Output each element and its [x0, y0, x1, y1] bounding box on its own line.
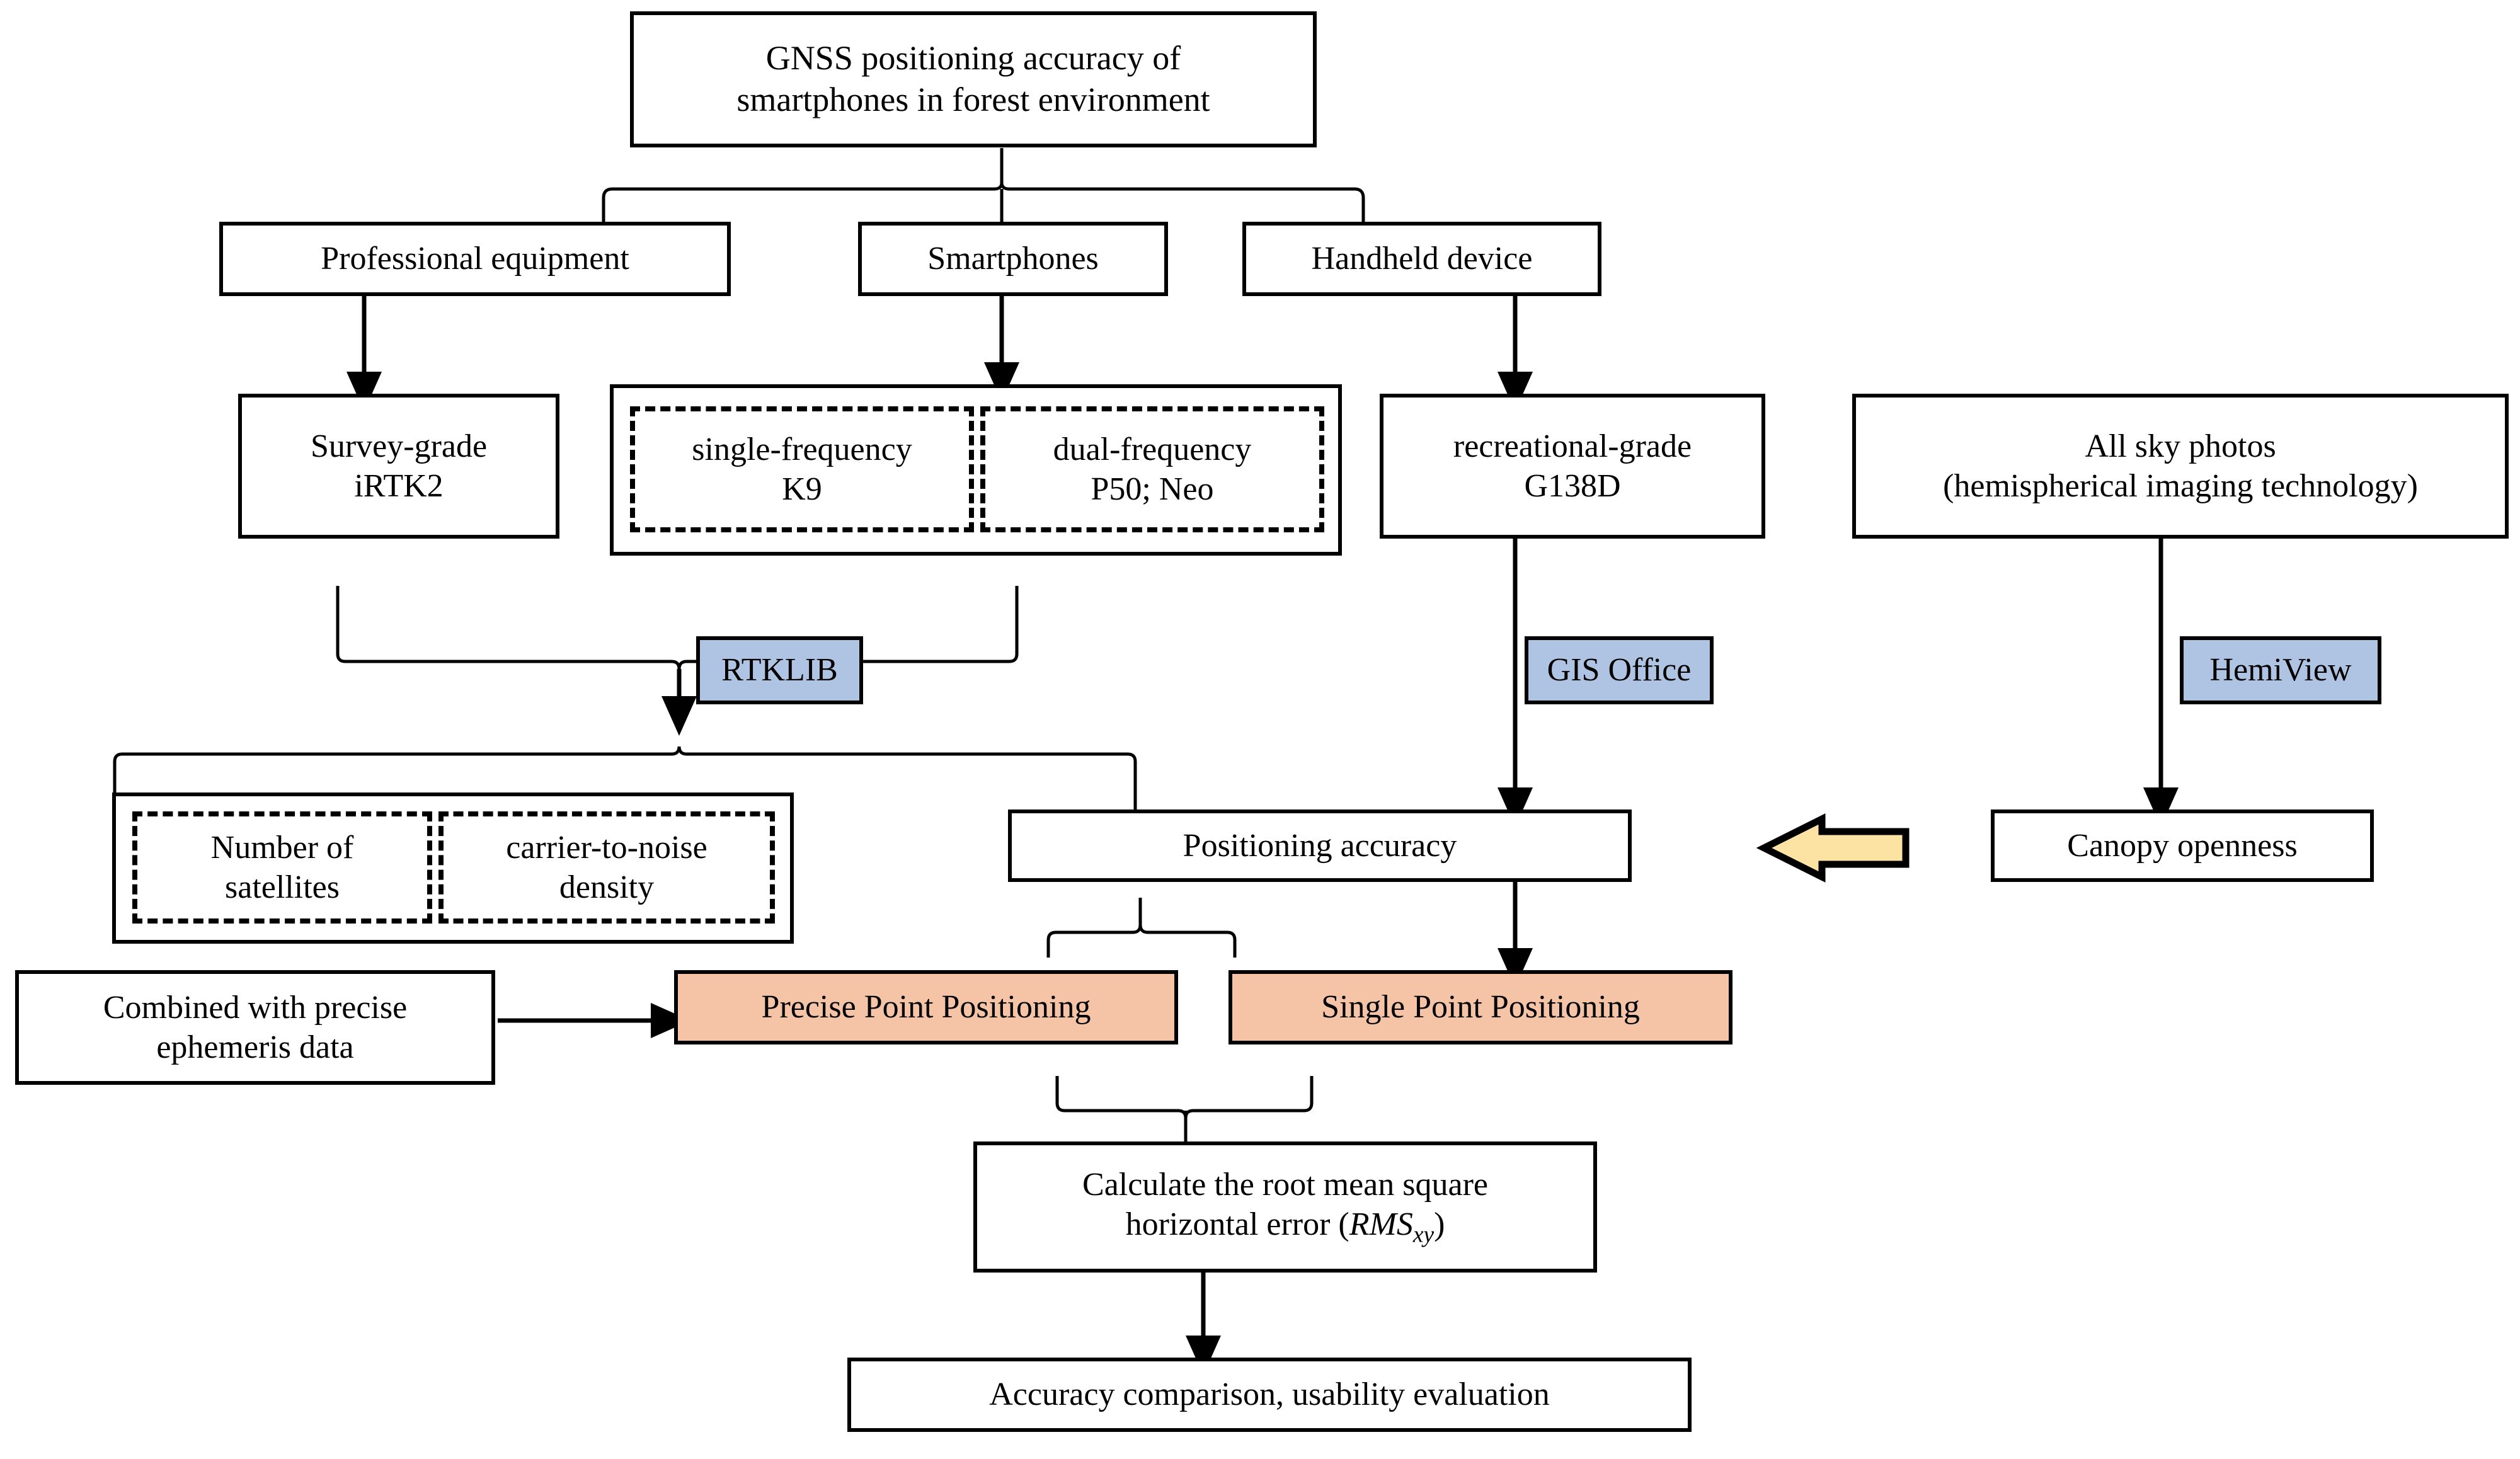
brace-accuracy-to-modes [1046, 898, 1237, 958]
rms-line1: Calculate the root mean square [1082, 1166, 1488, 1203]
canopy-openness-label: Canopy openness [2067, 827, 2298, 864]
node-rms-calculation: Calculate the root mean square horizonta… [973, 1141, 1597, 1273]
node-smartphones: Smartphones [858, 222, 1168, 296]
node-all-sky-photos: All sky photos (hemispherical imaging te… [1852, 394, 2509, 539]
node-ephemeris-data: Combined with precise ephemeris data [15, 970, 495, 1085]
recreational-grade-line1: recreational-grade [1453, 428, 1692, 464]
node-software-gis-office: GIS Office [1525, 636, 1714, 704]
recreational-grade-line2: G138D [1524, 468, 1621, 504]
dual-frequency-line2: P50; Neo [1091, 471, 1214, 507]
ephemeris-line1: Combined with precise [103, 989, 408, 1026]
canopy-influence-arrow [1756, 813, 1910, 883]
node-carrier-to-noise-density: carrier-to-noise density [438, 811, 775, 924]
node-single-point-positioning: Single Point Positioning [1228, 970, 1732, 1044]
node-conclusion: Accuracy comparison, usability evaluatio… [847, 1358, 1692, 1432]
all-sky-photos-line2: (hemispherical imaging technology) [1943, 468, 2418, 504]
cnr-line2: density [559, 869, 655, 905]
positioning-accuracy-label: Positioning accuracy [1183, 827, 1457, 864]
node-software-hemiview: HemiView [2180, 636, 2381, 704]
gis-office-label: GIS Office [1547, 652, 1692, 689]
node-dual-frequency: dual-frequency P50; Neo [980, 406, 1324, 532]
node-survey-grade: Survey-grade iRTK2 [238, 394, 559, 539]
node-root-title: GNSS positioning accuracy of smartphones… [630, 11, 1317, 147]
brace-devices-to-rtklib [336, 586, 1019, 670]
rms-subscript: xy [1412, 1222, 1435, 1248]
node-software-rtklib: RTKLIB [696, 636, 863, 704]
node-canopy-openness: Canopy openness [1991, 810, 2374, 882]
dual-frequency-line1: dual-frequency [1053, 431, 1252, 467]
node-recreational-grade: recreational-grade G138D [1380, 394, 1765, 539]
cnr-line1: carrier-to-noise [506, 829, 707, 866]
rms-line2-suffix: ) [1434, 1206, 1445, 1243]
brace-modes-to-rms [1055, 1076, 1314, 1141]
satellites-line1: Number of [210, 829, 354, 866]
node-precise-point-positioning: Precise Point Positioning [674, 970, 1178, 1044]
node-professional-equipment: Professional equipment [219, 222, 731, 296]
node-handheld-device: Handheld device [1242, 222, 1601, 296]
rms-symbol: RMS [1349, 1206, 1413, 1243]
smartphones-label: Smartphones [927, 241, 1099, 277]
rms-line2-prefix: horizontal error ( [1125, 1206, 1349, 1243]
node-positioning-accuracy: Positioning accuracy [1008, 810, 1632, 882]
root-title-line1: GNSS positioning accuracy of [765, 39, 1181, 77]
rtklib-label: RTKLIB [721, 652, 838, 689]
satellites-line2: satellites [225, 869, 340, 905]
survey-grade-line1: Survey-grade [310, 428, 488, 464]
all-sky-photos-line1: All sky photos [2085, 428, 2276, 464]
ephemeris-line2: ephemeris data [156, 1029, 354, 1065]
node-single-frequency: single-frequency K9 [630, 406, 974, 532]
single-frequency-line2: K9 [782, 471, 822, 507]
single-frequency-line1: single-frequency [692, 431, 912, 467]
professional-equipment-label: Professional equipment [321, 241, 629, 277]
spp-label: Single Point Positioning [1321, 989, 1640, 1026]
ppp-label: Precise Point Positioning [761, 989, 1091, 1026]
hemiview-label: HemiView [2209, 652, 2352, 689]
node-number-of-satellites: Number of satellites [132, 811, 432, 924]
root-title-line2: smartphones in forest environment [736, 81, 1210, 118]
survey-grade-line2: iRTK2 [354, 468, 444, 504]
brace-title-to-categories [602, 148, 1365, 222]
handheld-device-label: Handheld device [1311, 241, 1533, 277]
conclusion-label: Accuracy comparison, usability evaluatio… [989, 1376, 1550, 1413]
